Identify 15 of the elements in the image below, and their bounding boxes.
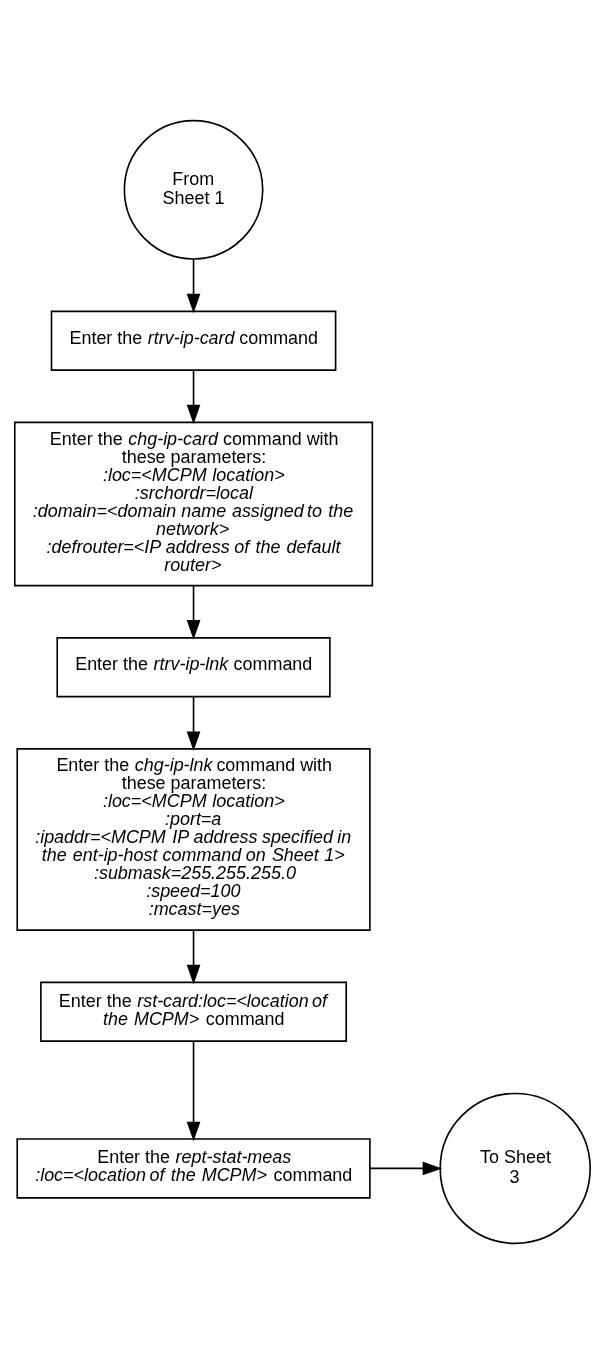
arrow [186,585,201,640]
arrow [186,258,201,314]
arrow [186,369,201,425]
node-circle: From Sheet 1 [123,119,264,260]
arrow [369,1161,443,1176]
arrow [186,929,201,985]
node-box: Enter the chg-ip-card command with these parameters: :loc=<MCPM location> :srchordr=local :domain=<domain name assigned to the network> :defrouter=<IP address of the default router> [13,421,374,587]
node-box: Enter the rept-stat-meas :loc=<location of the MCPM> command [16,1138,371,1199]
node-box: Enter the chg-ip-lnk command with these parameters: :loc=<MCPM location> :port=a :ipaddr=<MCPM IP address specified in the ent-ip-host command on Sheet 1> :submask=255.255.255.0 :speed=100 :mcast=yes [16,748,371,931]
node-box: Enter the rtrv-ip-lnk command [56,637,331,698]
node-box: Enter the rst-card:loc=<location of the MCPM> command [40,981,348,1042]
node-circle: To Sheet 3 [439,1092,591,1245]
arrow [186,695,201,752]
node-box: Enter the rtrv-ip-card command [50,310,337,371]
arrow [186,1040,201,1142]
